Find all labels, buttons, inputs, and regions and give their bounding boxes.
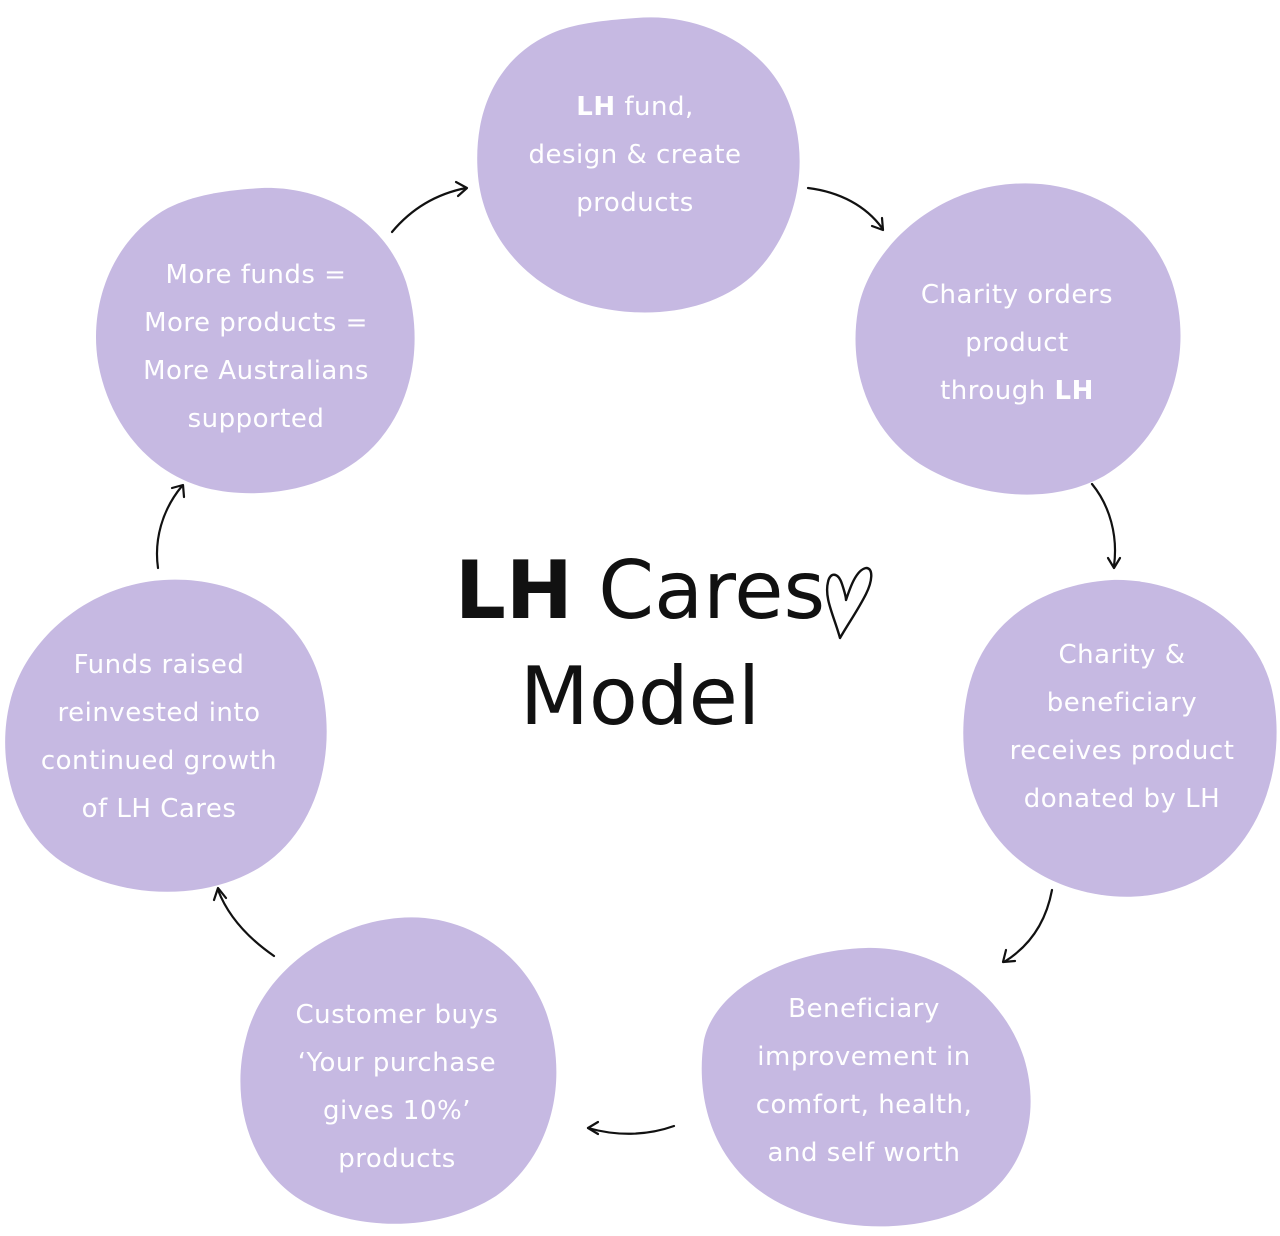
node-customer-buys: Customer buys ‘Your purchase gives 10%’ pro…: [252, 990, 542, 1184]
arrow-7-to-1: [390, 180, 469, 234]
node-line: More Australians: [143, 347, 369, 395]
blob-receives-product: [963, 579, 1277, 897]
node-text: reinvested into: [57, 698, 261, 728]
node-line: Beneficiary: [788, 985, 940, 1033]
node-line: of LH Cares: [82, 785, 237, 833]
node-line: receives product: [1010, 727, 1235, 775]
node-line: gives 10%’: [323, 1087, 471, 1135]
blob-more-funds: [95, 187, 415, 494]
title-rest: Cares: [572, 544, 826, 637]
node-line: improvement in: [757, 1033, 970, 1081]
node-line: supported: [188, 395, 325, 443]
node-line: beneficiary: [1047, 679, 1197, 727]
node-charity-orders: Charity orders product through LH: [872, 270, 1162, 416]
node-line: reinvested into: [57, 689, 260, 737]
node-text: of LH Cares: [81, 794, 237, 824]
node-line: comfort, health,: [756, 1081, 973, 1129]
arrow-3-to-4: [1001, 888, 1054, 964]
node-text-bold: LH: [576, 92, 616, 122]
node-line: More products =: [144, 299, 368, 347]
diagram-title: LH Cares Model: [380, 538, 900, 750]
node-funds-reinvested: Funds raised reinvested into continued gro…: [14, 640, 304, 834]
node-line: ‘Your purchase: [298, 1039, 496, 1087]
node-text: receives product: [1009, 736, 1235, 766]
blob-fund-design: [477, 17, 800, 313]
node-line: through LH: [940, 367, 1094, 415]
node-text: Charity orders: [920, 280, 1114, 310]
node-text: supported: [187, 404, 325, 434]
node-text-bold: LH: [1054, 376, 1094, 406]
arrow-2-to-3: [1090, 482, 1122, 570]
node-text: Charity &: [1058, 640, 1186, 670]
blob-customer-buys: [240, 917, 557, 1224]
node-line: LH fund,: [576, 83, 693, 131]
node-line: More funds =: [166, 251, 347, 299]
node-text: design & create: [528, 140, 742, 170]
node-text: improvement in: [757, 1042, 971, 1072]
node-text: More funds =: [165, 260, 347, 290]
node-text: gives 10%’: [323, 1096, 471, 1126]
title-bold: LH: [454, 544, 573, 637]
node-text: fund,: [615, 92, 694, 122]
blob-charity-orders: [855, 183, 1181, 495]
node-text: continued growth: [40, 746, 278, 776]
node-text: comfort, health,: [755, 1090, 973, 1120]
node-text: donated by LH: [1023, 784, 1221, 814]
node-receives-product: Charity & beneficiary receives product dona…: [976, 630, 1268, 824]
node-text: Beneficiary: [788, 994, 940, 1024]
node-line: donated by LH: [1024, 775, 1220, 823]
node-text: More Australians: [143, 356, 369, 386]
node-text: ‘Your purchase: [297, 1048, 497, 1078]
node-line: Charity orders: [921, 271, 1113, 319]
node-line: and self worth: [768, 1129, 961, 1177]
node-fund-design: LH fund, design & create products: [490, 82, 780, 228]
node-text: Customer buys: [295, 1000, 499, 1030]
node-line: design & create: [528, 131, 741, 179]
node-text: and self worth: [767, 1138, 961, 1168]
node-text: product: [965, 328, 1069, 358]
node-text: Funds raised: [73, 650, 245, 680]
node-line: product: [965, 319, 1069, 367]
title-line-1: LH Cares: [380, 538, 900, 644]
node-line: Charity &: [1058, 631, 1185, 679]
node-line: Funds raised: [74, 641, 245, 689]
node-text: through: [940, 376, 1055, 406]
node-text: beneficiary: [1046, 688, 1198, 718]
blob-beneficiary-improvement: [701, 947, 1031, 1227]
heart-outline-icon: [825, 566, 873, 640]
blob-funds-reinvested: [5, 579, 327, 892]
node-more-funds: More funds = More products = More Australi…: [110, 250, 402, 444]
arrow-5-to-6: [212, 886, 276, 958]
node-text: More products =: [144, 308, 368, 338]
node-line: products: [576, 179, 694, 227]
title-line-2: Model: [519, 650, 761, 743]
node-line: Customer buys: [296, 991, 499, 1039]
node-line: continued growth: [41, 737, 277, 785]
arrow-4-to-5: [586, 1120, 676, 1136]
node-line: products: [338, 1135, 456, 1183]
arrow-6-to-7: [155, 483, 186, 570]
node-beneficiary-improvement: Beneficiary improvement in comfort, health…: [716, 984, 1012, 1178]
arrow-1-to-2: [806, 186, 885, 232]
node-text: products: [338, 1144, 456, 1174]
node-text: products: [576, 188, 694, 218]
